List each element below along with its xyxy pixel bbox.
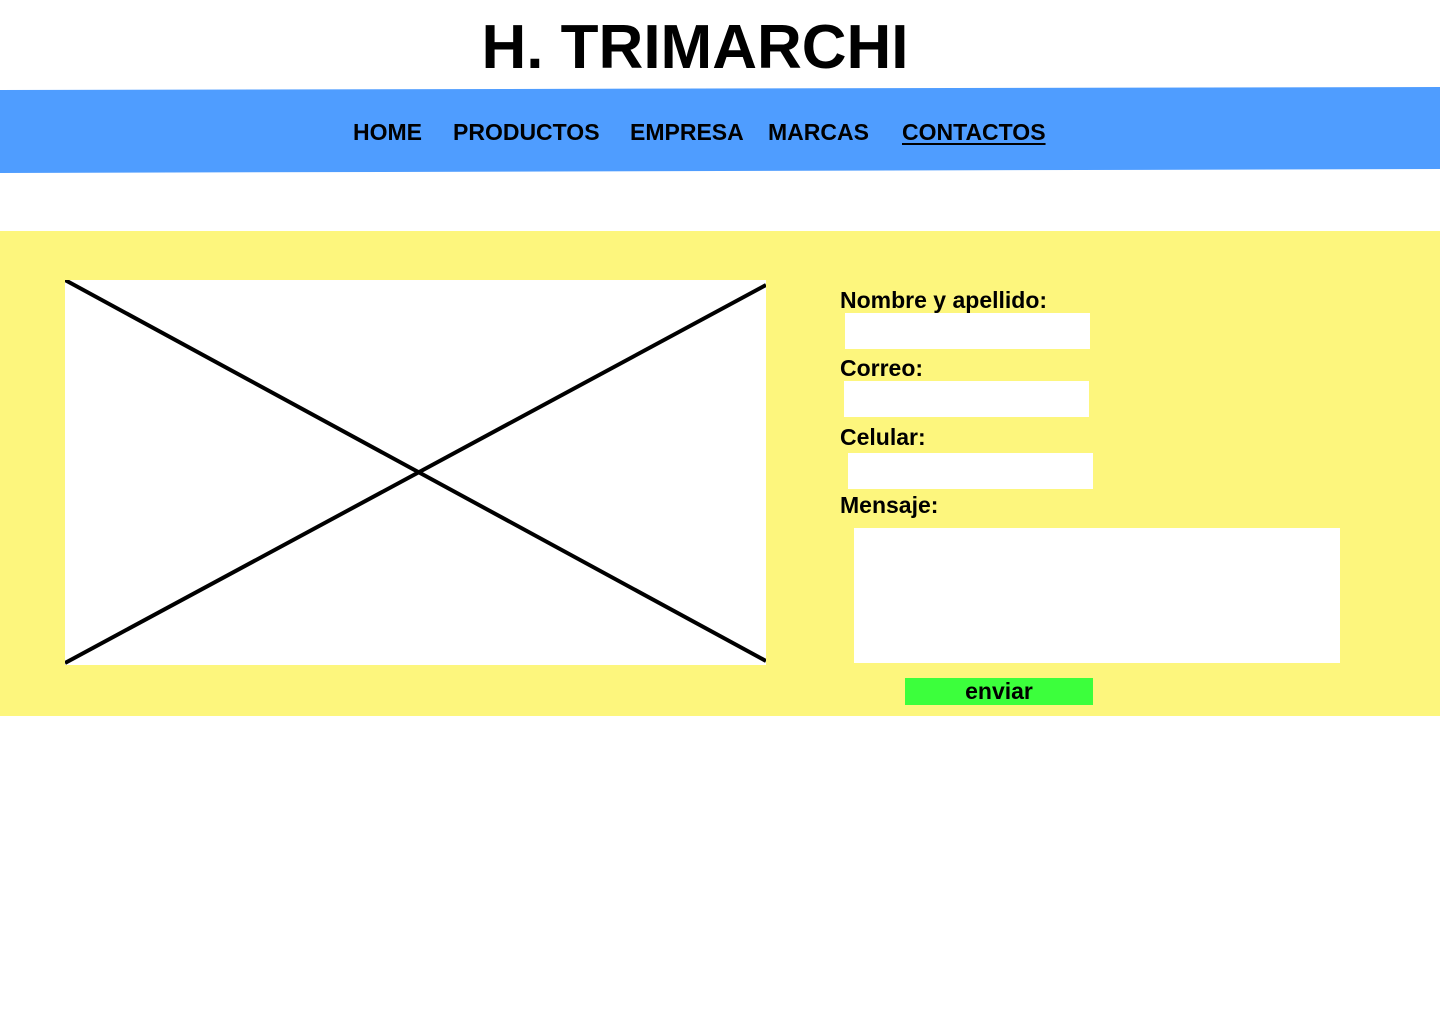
nav-item-marcas[interactable]: MARCAS	[768, 119, 869, 145]
nav-item-contactos[interactable]: CONTACTOS	[902, 119, 1046, 145]
nav-item-home[interactable]: HOME	[353, 119, 422, 145]
phone-field[interactable]	[848, 453, 1093, 489]
name-field[interactable]	[845, 313, 1090, 349]
phone-label: Celular:	[840, 424, 926, 450]
nav-item-productos[interactable]: PRODUCTOS	[453, 119, 600, 145]
email-label: Correo:	[840, 355, 924, 381]
email-field[interactable]	[844, 381, 1089, 417]
send-button[interactable]: enviar	[905, 678, 1093, 705]
nav-bar	[0, 87, 1440, 173]
message-label: Mensaje:	[840, 492, 939, 518]
nav-item-empresa[interactable]: EMPRESA	[630, 119, 744, 145]
name-label: Nombre y apellido:	[840, 287, 1048, 313]
site-title: H. TRIMARCHI	[481, 13, 909, 82]
placeholder-cross-line-1	[65, 280, 766, 663]
placeholder-cross-line-2	[65, 283, 766, 665]
message-field[interactable]	[854, 528, 1340, 663]
image-placeholder	[65, 280, 766, 665]
image-placeholder-icon	[65, 280, 766, 665]
